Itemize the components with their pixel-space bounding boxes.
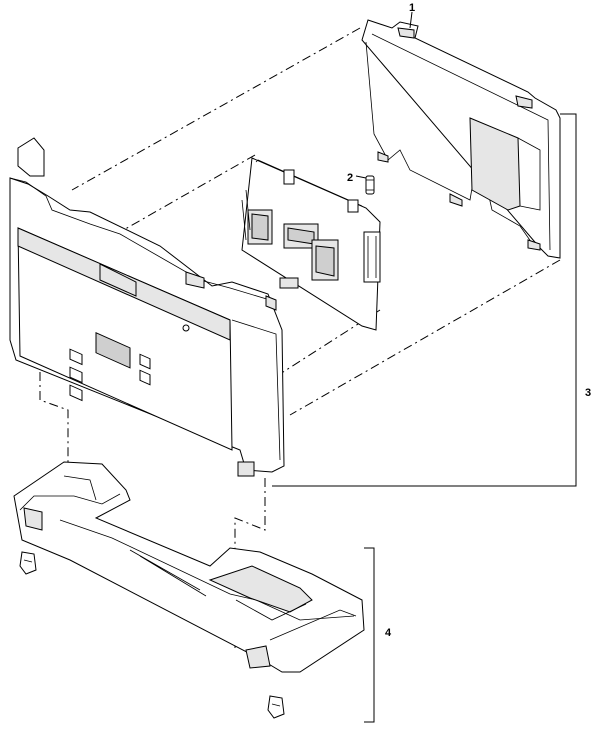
button-left-top bbox=[69, 348, 83, 366]
button-left-bottom bbox=[69, 384, 83, 402]
button-right-bottom bbox=[139, 369, 151, 386]
callout-3: 3 bbox=[585, 387, 591, 399]
base-frame bbox=[13, 461, 365, 673]
callout-4: 4 bbox=[385, 627, 392, 639]
display-window bbox=[95, 332, 131, 369]
mounting-clip-right bbox=[267, 695, 285, 719]
fuse-component bbox=[365, 175, 375, 195]
button-left-mid bbox=[69, 366, 83, 384]
callout-leaders bbox=[272, 11, 577, 723]
callout-1: 1 bbox=[409, 2, 415, 14]
front-housing bbox=[9, 137, 285, 477]
rear-cover-panel bbox=[361, 19, 561, 259]
mounting-clip-left bbox=[19, 551, 37, 575]
button-right-top bbox=[139, 353, 151, 370]
callout-2: 2 bbox=[347, 172, 353, 184]
control-circuit-board bbox=[241, 157, 381, 331]
